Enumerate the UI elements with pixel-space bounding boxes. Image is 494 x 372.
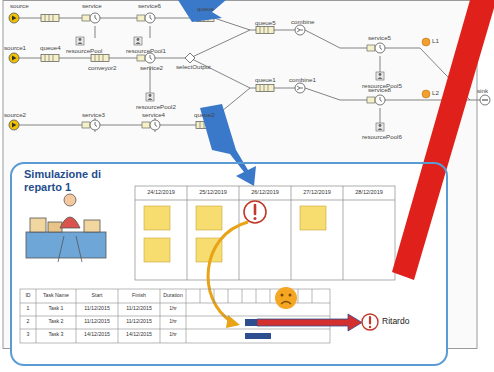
block-label: combine1: [289, 77, 316, 84]
delay-label: Ritardo: [382, 317, 409, 326]
block-label: L2: [432, 90, 439, 97]
block-label: resourcePool: [66, 48, 102, 55]
table-cell: Finish: [118, 293, 160, 299]
block-label: resourcePool2: [136, 104, 176, 111]
date-header: 26/12/2019: [239, 189, 291, 195]
panel-title: Simulazione di reparto 1: [24, 168, 136, 194]
block-label: queue: [197, 6, 214, 13]
block-label: queue1: [255, 77, 276, 84]
table-cell: 1: [20, 306, 36, 312]
block-label: source: [10, 3, 29, 10]
date-header: 27/12/2019: [291, 189, 343, 195]
table-cell: 11/12/2015: [118, 319, 160, 325]
block-label: source1: [4, 45, 26, 52]
block-label: service4: [142, 112, 165, 119]
block-label: service3: [82, 112, 105, 119]
date-header: 28/12/2019: [343, 189, 395, 195]
block-label: queue2: [194, 112, 215, 119]
block-label: resourcePool1: [126, 48, 166, 55]
block-label: queue4: [40, 45, 61, 52]
date-header: 24/12/2019: [135, 189, 187, 195]
date-header: 25/12/2019: [187, 189, 239, 195]
table-cell: 11/12/2015: [118, 306, 160, 312]
table-cell: ID: [20, 293, 36, 299]
block-label: queue5: [255, 20, 276, 27]
block-label: selectOutput: [176, 64, 211, 71]
block-label: sink: [477, 88, 488, 95]
block-label: L1: [432, 38, 439, 45]
table-cell: Task 3: [36, 332, 76, 338]
table-cell: 11/12/2015: [76, 319, 118, 325]
table-cell: 14/12/2015: [76, 332, 118, 338]
block-label: source2: [4, 112, 26, 119]
block-label: combine: [291, 19, 314, 26]
block-label: conveyor2: [88, 65, 117, 72]
block-label: resourcePool6: [362, 134, 402, 141]
table-cell: 3: [20, 332, 36, 338]
table-cell: Start: [76, 293, 118, 299]
table-cell: 2: [20, 319, 36, 325]
table-cell: 1hr: [160, 332, 186, 338]
table-cell: 11/12/2015: [76, 306, 118, 312]
block-label: service: [82, 3, 102, 10]
block-label: service5: [368, 35, 391, 42]
block-label: service8: [368, 87, 391, 94]
table-cell: Task Name: [36, 293, 76, 299]
table-cell: Task 2: [36, 319, 76, 325]
table-cell: Task 1: [36, 306, 76, 312]
block-label: service6: [138, 3, 161, 10]
block-label: service2: [140, 65, 163, 72]
table-cell: Duration: [160, 293, 186, 299]
table-cell: 1hr: [160, 319, 186, 325]
table-cell: 1hr: [160, 306, 186, 312]
table-cell: 14/12/2015: [118, 332, 160, 338]
